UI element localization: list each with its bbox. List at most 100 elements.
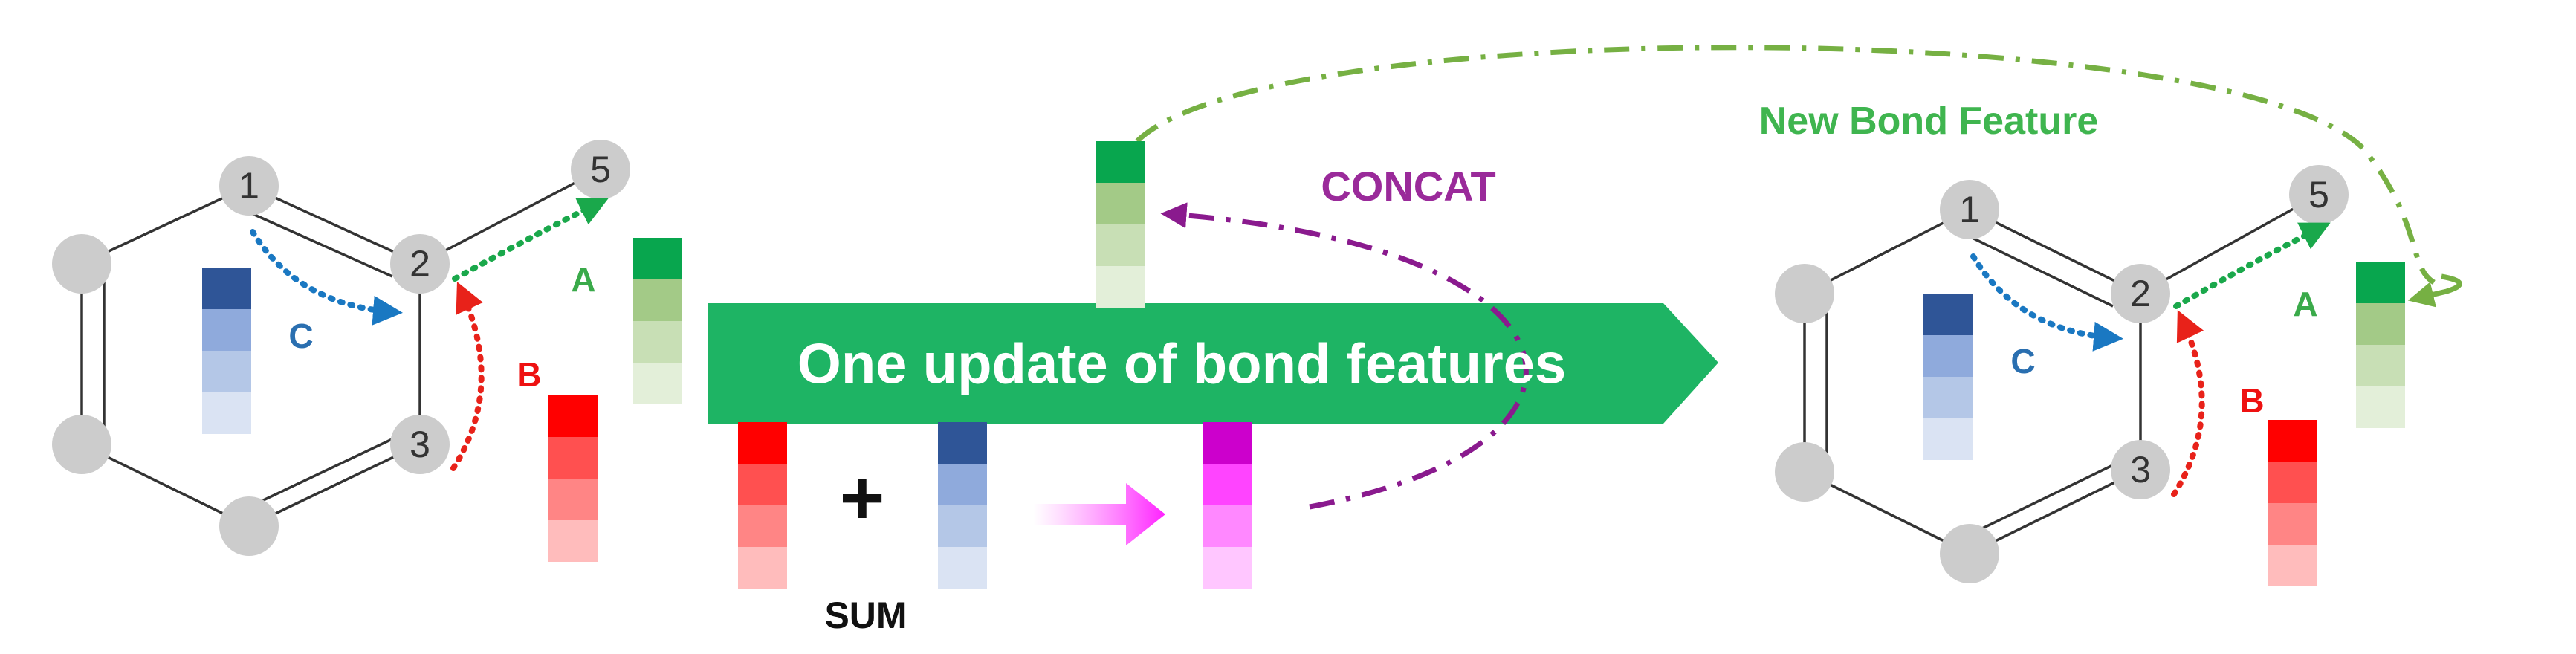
vector-cell	[548, 520, 598, 562]
right-blue-vector	[1923, 294, 1973, 460]
atom-label-1: 1	[239, 165, 259, 207]
vector-cell	[1923, 294, 1973, 335]
vector-cell	[2268, 545, 2317, 586]
bond-1-2	[248, 184, 421, 265]
bond-8-3	[248, 443, 421, 528]
vector-cell	[1096, 224, 1145, 266]
vector-cell	[1923, 377, 1973, 418]
arrow-b	[2171, 310, 2205, 497]
feature-vectors	[202, 141, 2405, 589]
left-red-vector	[548, 395, 598, 562]
vector-cell	[548, 437, 598, 479]
bond-8-3	[1969, 468, 2141, 555]
atom-1	[1940, 180, 1999, 239]
bond-8-3-inner	[1978, 459, 2123, 531]
atom-3	[2111, 440, 2170, 499]
right-red-vector	[2268, 420, 2317, 586]
atom-5	[2289, 165, 2349, 224]
vector-cell	[2356, 386, 2405, 428]
left-atoms	[52, 140, 630, 556]
vector-cell	[548, 395, 598, 437]
sum-to-feature-arrow	[1033, 483, 1165, 545]
label-b: B	[2239, 381, 2264, 420]
concat-green-vector	[1096, 141, 1145, 308]
label-c: C	[2010, 342, 2035, 381]
plus-sign: +	[840, 455, 885, 541]
left-green-vector	[633, 238, 682, 404]
sum-red-vector	[738, 422, 787, 589]
atom-label-5: 5	[590, 149, 611, 190]
bond-1-2-inner	[1956, 229, 2114, 308]
vector-cell	[738, 464, 787, 505]
vector-cell	[633, 279, 682, 321]
concat-label: CONCAT	[1321, 163, 1495, 210]
vector-cell	[1096, 266, 1145, 308]
vector-cell	[2268, 420, 2317, 462]
bond-2-5	[419, 168, 601, 265]
arrow-c	[250, 229, 403, 326]
arrow-a	[452, 198, 609, 282]
bond-7-8	[81, 443, 250, 528]
banner-text: One update of bond features	[797, 333, 1567, 396]
atom-8	[1940, 524, 1999, 583]
bond-1-6	[1804, 208, 1970, 295]
vector-cell	[938, 505, 987, 547]
right-molecule: 1 2 3 5 A B C	[1775, 165, 2349, 583]
bond-2-5	[2140, 193, 2320, 295]
vector-cell	[1096, 141, 1145, 183]
bond-1-6	[81, 184, 250, 265]
sum-blue-vector	[938, 422, 987, 589]
atom-label-3: 3	[410, 424, 430, 465]
left-blue-vector	[202, 268, 251, 434]
bond-7-8	[1804, 470, 1970, 555]
arrow-c	[1970, 253, 2123, 352]
bond-1-2	[1969, 208, 2141, 295]
sum-magenta-vector	[1203, 422, 1252, 589]
vector-cell	[1923, 335, 1973, 377]
atom-2	[390, 234, 450, 294]
vector-cell	[548, 479, 598, 520]
atom-6	[1775, 264, 1834, 323]
vector-cell	[1096, 183, 1145, 224]
atom-7	[52, 415, 111, 474]
vector-cell	[938, 422, 987, 464]
vector-cell	[738, 422, 787, 464]
vector-cell	[1203, 547, 1252, 589]
vector-cell	[2356, 345, 2405, 386]
vector-cell	[938, 464, 987, 505]
atom-1	[219, 156, 279, 216]
vector-cell	[2268, 462, 2317, 503]
vector-cell	[2356, 303, 2405, 345]
vector-cell	[2268, 503, 2317, 545]
label-a: A	[571, 260, 595, 299]
atom-6	[52, 234, 111, 294]
atom-label-2: 2	[2130, 273, 2151, 314]
new-feature-arrow	[1135, 45, 2436, 285]
atom-label-1: 1	[1959, 189, 1980, 230]
sum-label: SUM	[824, 595, 907, 636]
vector-cell	[633, 321, 682, 363]
new-bond-feature-label: New Bond Feature	[1759, 100, 2099, 143]
arrow-b	[450, 282, 485, 471]
bond-8-3-inner	[258, 433, 402, 504]
vector-cell	[202, 268, 251, 309]
right-atoms	[1775, 165, 2349, 583]
label-c: C	[288, 317, 313, 355]
vector-cell	[633, 363, 682, 404]
label-b: B	[517, 355, 541, 394]
atom-label-3: 3	[2130, 449, 2151, 490]
vector-cell	[938, 547, 987, 589]
vector-cell	[202, 309, 251, 351]
label-a: A	[2293, 285, 2317, 323]
atom-7	[1775, 442, 1834, 502]
atom-3	[390, 415, 450, 474]
atom-2	[2111, 264, 2170, 323]
atom-label-2: 2	[410, 243, 430, 285]
vector-cell	[633, 238, 682, 279]
vector-cell	[2356, 262, 2405, 303]
right-bonds	[1803, 193, 2320, 555]
update-banner	[708, 303, 1718, 424]
left-bonds	[80, 168, 601, 528]
vector-cell	[738, 547, 787, 589]
